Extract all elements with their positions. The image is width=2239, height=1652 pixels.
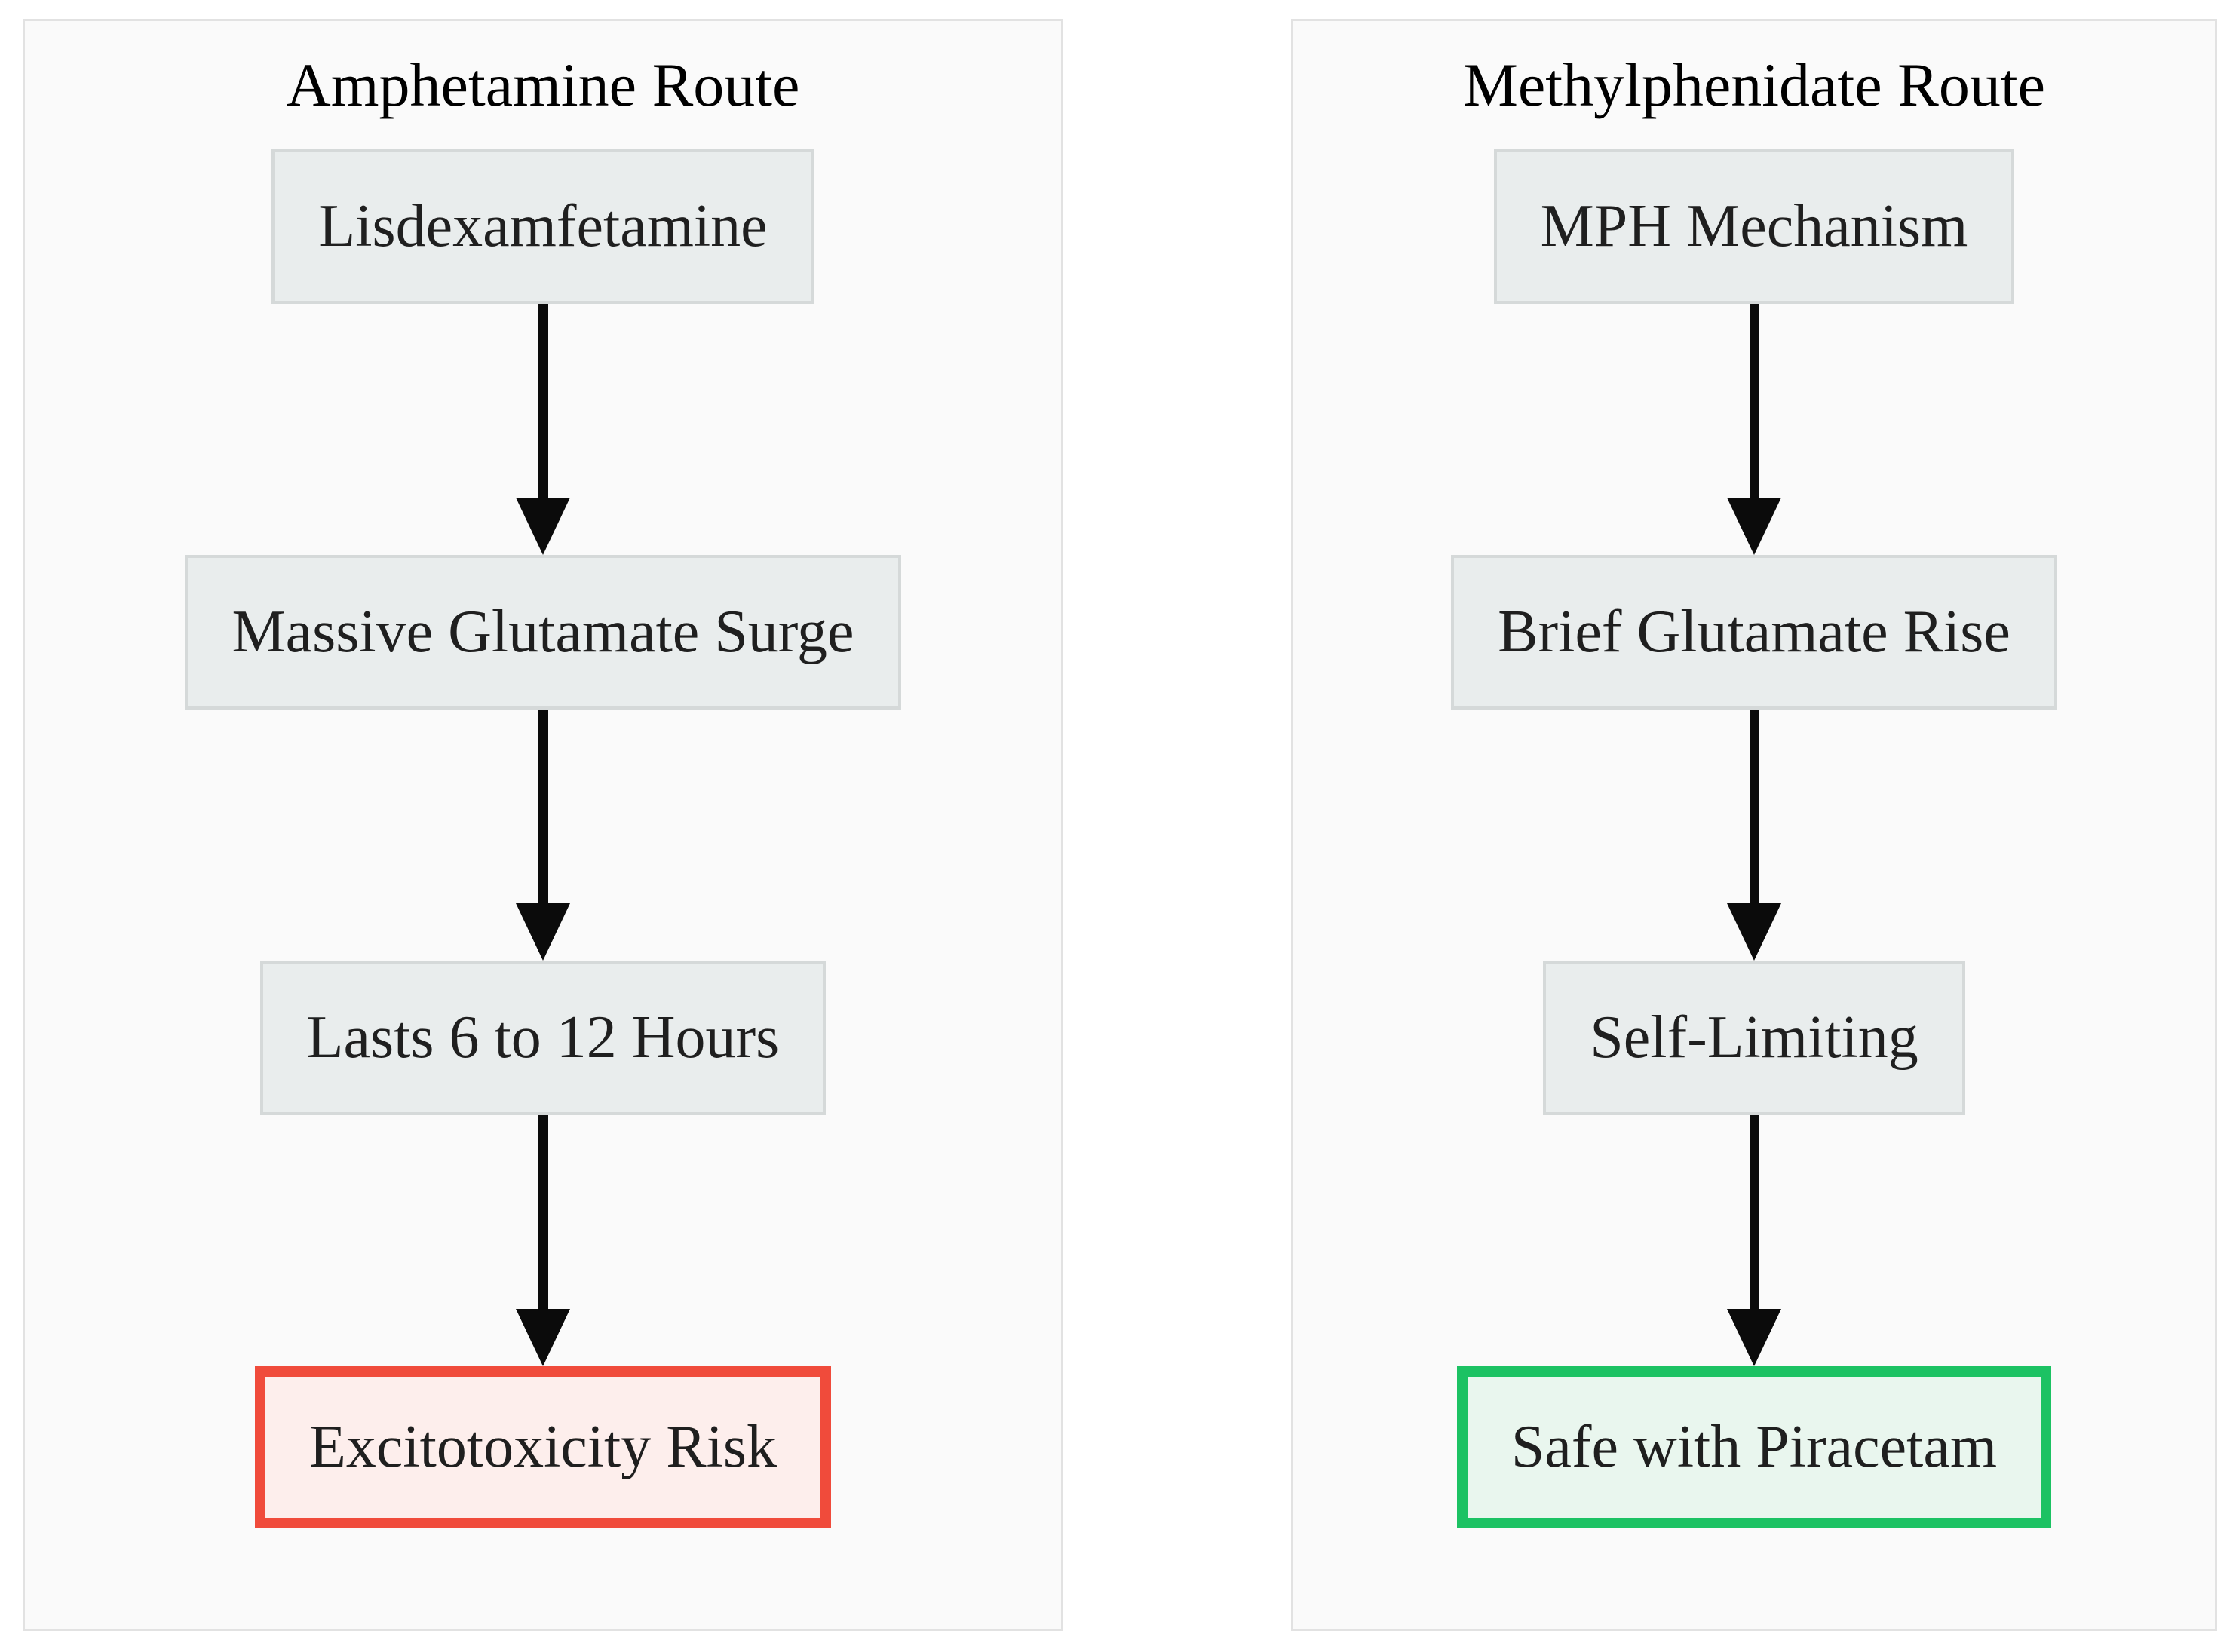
- node-excitotoxicity-risk: Excitotoxicity Risk: [255, 1366, 831, 1528]
- arrow-down: [516, 710, 570, 961]
- arrowhead-icon: [516, 903, 570, 961]
- arrowhead-icon: [1727, 903, 1781, 961]
- arrow-down: [1727, 304, 1781, 555]
- node-lisdexamfetamine: Lisdexamfetamine: [271, 149, 814, 304]
- arrowhead-icon: [1727, 1309, 1781, 1366]
- arrow-shaft: [1749, 710, 1759, 905]
- arrow-shaft: [1749, 1115, 1759, 1310]
- arrowhead-icon: [516, 498, 570, 555]
- panel-methylphenidate-route: Methylphenidate Route MPH Mechanism Brie…: [1291, 19, 2217, 1631]
- node-safe-with-piracetam: Safe with Piracetam: [1456, 1366, 2052, 1528]
- arrow-down: [1727, 1115, 1781, 1366]
- arrowhead-icon: [1727, 498, 1781, 555]
- arrow-down: [516, 1115, 570, 1366]
- arrow-down: [1727, 710, 1781, 961]
- node-lasts-6-to-12-hours: Lasts 6 to 12 Hours: [259, 961, 827, 1115]
- panel-amphetamine-route: Amphetamine Route Lisdexamfetamine Massi…: [23, 19, 1063, 1631]
- arrow-down: [516, 304, 570, 555]
- node-massive-glutamate-surge: Massive Glutamate Surge: [185, 555, 901, 710]
- panel-title-methylphenidate: Methylphenidate Route: [1463, 51, 2045, 119]
- arrowhead-icon: [516, 1309, 570, 1366]
- arrow-shaft: [538, 304, 548, 499]
- arrow-shaft: [538, 710, 548, 905]
- node-mph-mechanism: MPH Mechanism: [1493, 149, 2015, 304]
- arrow-shaft: [1749, 304, 1759, 499]
- node-brief-glutamate-rise: Brief Glutamate Rise: [1451, 555, 2057, 710]
- arrow-shaft: [538, 1115, 548, 1310]
- node-self-limiting: Self-Limiting: [1543, 961, 1965, 1115]
- panel-title-amphetamine: Amphetamine Route: [286, 51, 800, 119]
